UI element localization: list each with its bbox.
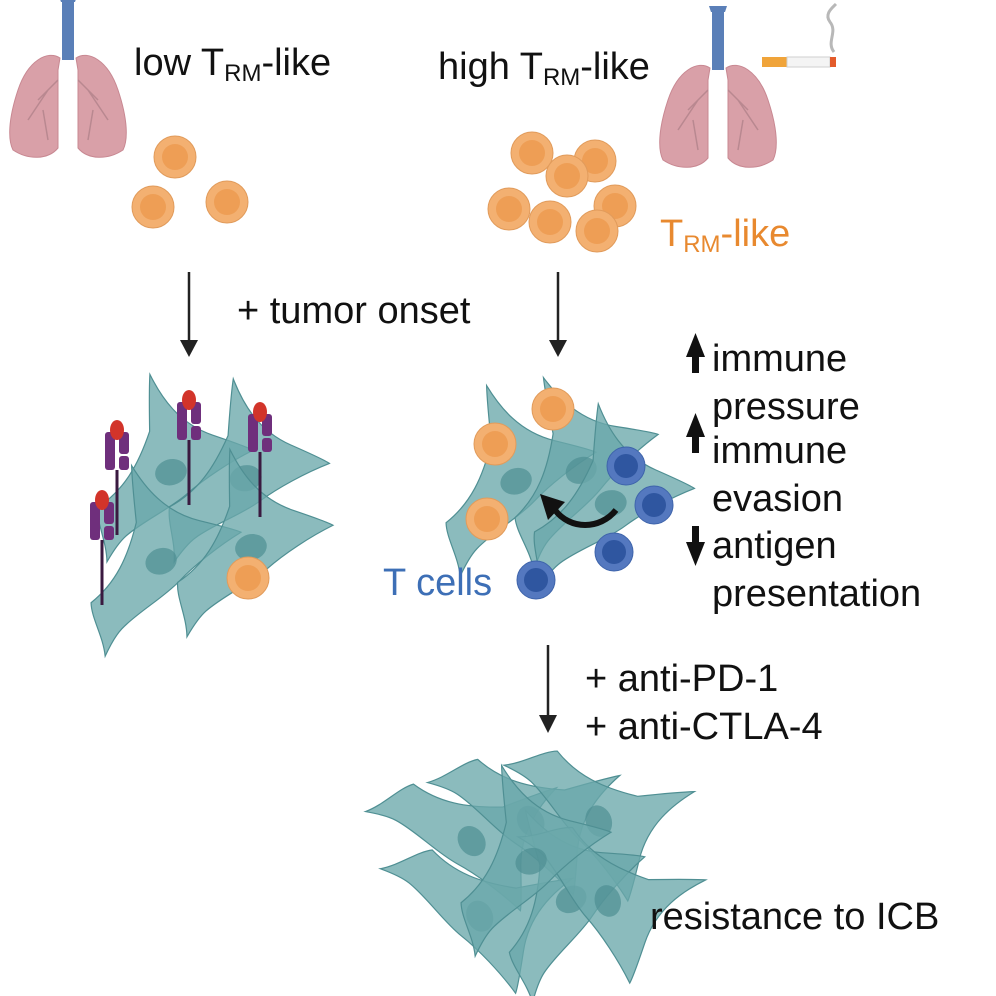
arrow-down-treatment <box>539 645 557 733</box>
tumor-low <box>46 353 352 657</box>
treatment-anti-ctla4: + anti-CTLA-4 <box>585 706 823 748</box>
trm-like-label: TRM-like <box>660 215 790 257</box>
cigarette-icon <box>762 2 838 68</box>
outcome-label: resistance to ICB <box>650 896 940 938</box>
curved-arrow-icon <box>540 494 619 528</box>
down-arrow-icon-3 <box>686 526 705 566</box>
title-prefix: high T <box>438 46 543 88</box>
effect-line-2: presentation <box>712 573 922 615</box>
title-prefix: low T <box>134 42 225 84</box>
treatment-anti-pd1: + anti-PD-1 <box>585 658 779 700</box>
arrow-down-left <box>180 272 198 357</box>
title-subscript: RM <box>224 60 262 87</box>
effect-line-2: evasion <box>712 478 843 520</box>
title-suffix: -like <box>580 46 650 88</box>
title-suffix: -like <box>261 42 332 84</box>
up-arrow-icon-2 <box>686 413 705 453</box>
high-trm-title: high TRM-like <box>438 48 650 90</box>
effect-line-1: antigen <box>712 525 837 567</box>
lungs-icon-left <box>8 0 128 159</box>
arrow-down-right <box>549 272 567 357</box>
label-prefix: T <box>660 213 684 255</box>
label-suffix: -like <box>720 213 791 255</box>
tumor-onset-label: + tumor onset <box>237 290 471 332</box>
label-subscript: RM <box>683 231 721 258</box>
effect-line-1: immune <box>712 430 848 472</box>
tumor-high <box>401 343 708 600</box>
effect-line-2: pressure <box>712 386 860 428</box>
effect-antigen-presentation: antigen presentation <box>684 527 921 623</box>
low-trm-title: low TRM-like <box>134 44 331 86</box>
t-cells-label: T cells <box>383 562 493 604</box>
effect-immune-pressure: immune pressure <box>684 340 860 436</box>
trm-cells-high <box>487 131 637 253</box>
effect-line-1: immune <box>712 338 848 380</box>
effect-immune-evasion: immune evasion <box>684 432 847 528</box>
title-subscript: RM <box>542 64 581 91</box>
trm-cells-low <box>131 135 249 229</box>
up-arrow-icon-1 <box>686 333 705 373</box>
lungs-icon-right <box>658 5 778 169</box>
